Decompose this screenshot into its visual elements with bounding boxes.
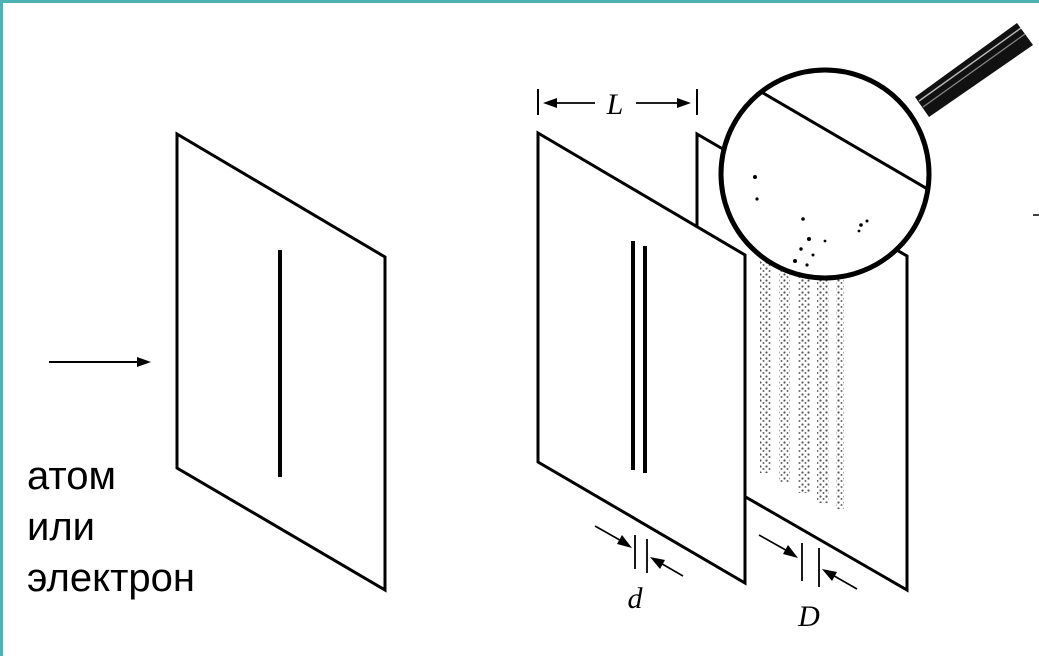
label-d: d (628, 582, 644, 615)
magnifier-icon (718, 23, 1033, 281)
double-slit-plate (536, 130, 747, 586)
label-D: D (797, 600, 820, 633)
incoming-beam-arrow (49, 357, 151, 367)
distance-L-marker (537, 89, 698, 115)
particle-caption: атом или электрон (27, 451, 195, 604)
caption-line-electron: электрон (27, 556, 195, 600)
label-L: L (606, 88, 624, 121)
caption-line-or: или (27, 505, 96, 549)
interference-fringes (760, 261, 844, 509)
caption-line-atom: атом (27, 454, 116, 498)
double-slit-diagram: L d D (49, 23, 1039, 633)
slit-separation-d-marker (594, 525, 684, 577)
fringe-spacing-D-marker (758, 534, 858, 590)
